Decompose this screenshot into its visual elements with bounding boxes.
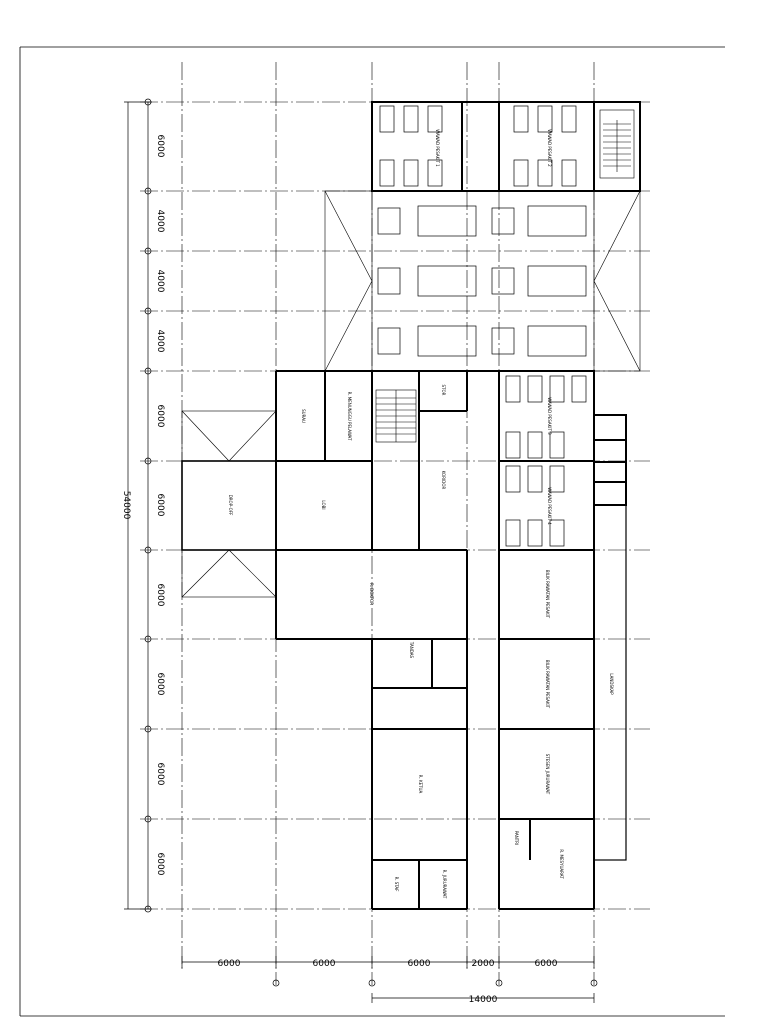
dim-left-2: 4000 xyxy=(155,210,165,233)
ambulance-bays xyxy=(377,205,587,357)
label-ward-4: WAWAD PESAKIT 4 xyxy=(547,487,552,525)
dim-bottom-total: 14000 xyxy=(469,995,498,1005)
dim-left-4: 4000 xyxy=(155,330,165,353)
staircases xyxy=(375,109,635,443)
label-r-doctor: R. DOKTOR xyxy=(369,583,374,605)
dim-left-8: 6000 xyxy=(155,673,165,696)
room-labels: WAWAD PESAKIT 1 WAWAD PESAKIT 2 WAWAD PE… xyxy=(228,129,614,899)
canopy-outlines xyxy=(181,190,641,598)
grid-lines-horizontal xyxy=(140,101,650,910)
label-landscape: LANDSKAP xyxy=(609,673,614,695)
dim-left-6: 6000 xyxy=(155,494,165,517)
sheet-border xyxy=(19,46,725,1017)
label-surau: SURAU xyxy=(301,409,306,423)
label-ward-2: WAWAD PESAKIT 2 xyxy=(547,129,552,167)
label-corridor: KORIDOR xyxy=(441,471,446,490)
bottom-dimension-chain xyxy=(181,956,598,1003)
label-toilet: TANDAS xyxy=(409,641,414,659)
dim-bottom-1: 6000 xyxy=(218,959,241,969)
label-pantry: PANTRI xyxy=(514,831,519,845)
dim-left-10: 6000 xyxy=(155,853,165,876)
dim-left-7: 6000 xyxy=(155,584,165,607)
label-ward-3: WAWAD PESAKIT 3 xyxy=(547,397,552,435)
grid-lines-vertical xyxy=(181,62,595,985)
dim-bottom-4: 2000 xyxy=(472,959,495,969)
label-store: STOR xyxy=(441,385,446,396)
dim-left-1: 6000 xyxy=(155,135,165,158)
dim-overall-vertical: 54000 xyxy=(121,491,131,520)
dim-left-3: 4000 xyxy=(155,270,165,293)
left-dimension-labels: 6000 4000 4000 4000 6000 6000 6000 6000 … xyxy=(121,135,165,876)
dim-bottom-2: 6000 xyxy=(313,959,336,969)
dim-bottom-3: 6000 xyxy=(408,959,431,969)
label-r-nurse: R. JURURAWAT xyxy=(442,870,447,899)
bottom-dimension-labels: 6000 6000 6000 2000 6000 14000 xyxy=(218,959,558,1005)
label-ward-1: WAWAD PESAKIT 1 xyxy=(435,129,440,167)
dim-left-5: 6000 xyxy=(155,405,165,428)
label-waiting: R. MENUNGGU PELAWAT xyxy=(347,392,352,441)
dim-bottom-5: 6000 xyxy=(535,959,558,969)
dim-left-9: 6000 xyxy=(155,763,165,786)
label-r-head: R. KETUA xyxy=(418,775,423,794)
label-lobby: LOBI xyxy=(321,500,326,509)
label-clinic-b: BILIK RAWATAN PESAKIT xyxy=(545,660,550,709)
label-nurse-station: STESEN JURURAWAT xyxy=(545,754,550,795)
left-dimension-chain xyxy=(124,98,152,913)
label-r-meeting: R. MESYUARAT xyxy=(559,849,564,879)
ward-beds xyxy=(379,105,587,547)
building-walls xyxy=(275,101,641,910)
label-r-staff: R. STAF xyxy=(394,877,399,893)
label-clinic-a: BILIK RAWATAN PESAKIT xyxy=(545,570,550,619)
label-drop-off: DROP-OFF xyxy=(228,495,233,516)
